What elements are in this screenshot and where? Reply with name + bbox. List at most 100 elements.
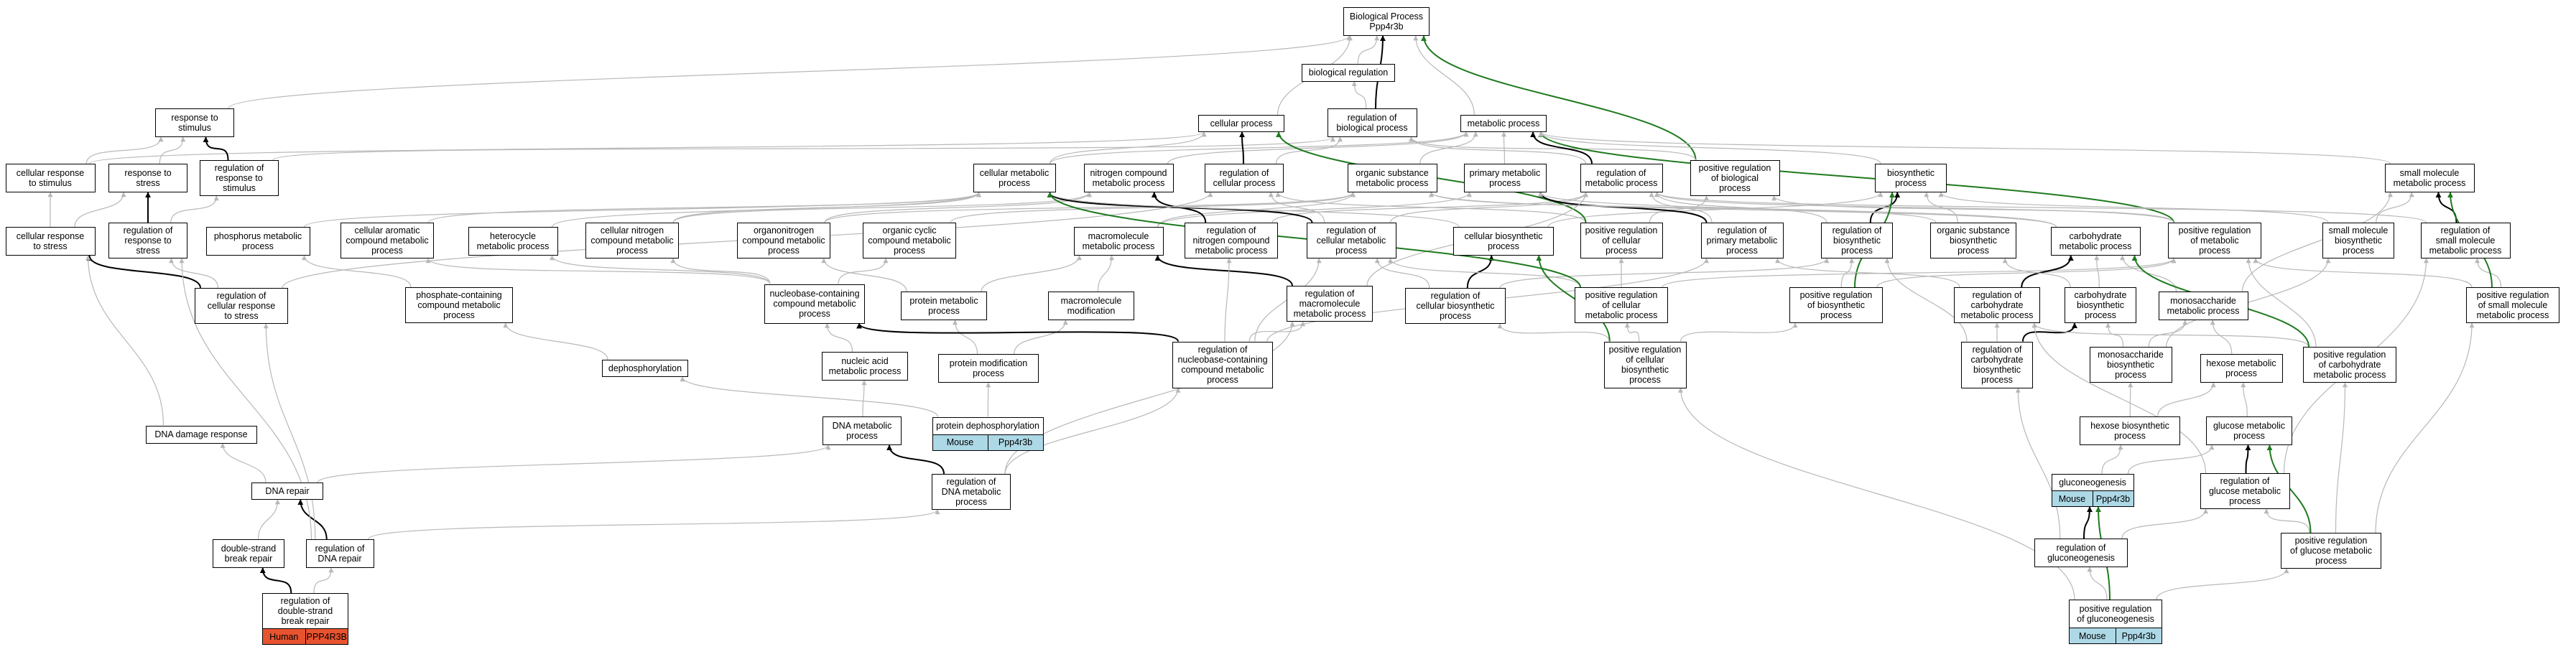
go-term-regulation-of-response-to-stress[interactable]: regulation of response to stress (108, 223, 187, 258)
go-term-positive-regulation-of-cellular-process[interactable]: positive regulation of cellular process (1580, 223, 1663, 258)
go-term-regulation-of-dna-metabolic-process[interactable]: regulation of DNA metabolic process (932, 474, 1011, 510)
go-term-protein-modification-process[interactable]: protein modification process (938, 354, 1039, 383)
go-term-regulation-of-gluconeogenesis[interactable]: regulation of gluconeogenesis (2034, 539, 2128, 567)
edge-gray-nitrogen-compound-metabolic-process-to-metabolic-process (1167, 131, 1469, 164)
go-term-regulation-of-biological-process[interactable]: regulation of biological process (1327, 108, 1417, 137)
edge-gray-positive-regulation-of-carbohydrate-metabolic-process-to-regulation-of-carbohydrate-metabolic-process (2031, 322, 2309, 348)
go-term-positive-regulation-of-biological-process[interactable]: positive regulation of biological proces… (1690, 160, 1780, 196)
go-term-regulation-of-small-molecule-metabolic-process[interactable]: regulation of small molecule metabolic p… (2420, 223, 2511, 258)
edge-green-positive-regulation-of-metabolic-process-to-metabolic-process (1538, 131, 2174, 223)
edge-gray-monosaccharide-metabolic-process-to-small-molecule-metabolic-process (2241, 192, 2393, 292)
go-term-bp[interactable]: Biological Process Ppp4r3b (1343, 7, 1430, 36)
edge-gray-cellular-response-to-stress-to-response-to-stress (74, 192, 126, 228)
edge-black-regulation-of-carbohydrate-biosynthetic-process-to-carbohydrate-biosynthetic-process (2022, 322, 2077, 342)
edge-gray-dephosphorylation-to-phosphate-containing-compound-metabolic-process (503, 322, 608, 360)
go-term-metabolic-process[interactable]: metabolic process (1460, 115, 1547, 132)
go-term-biosynthetic-process[interactable]: biosynthetic process (1875, 164, 1947, 192)
go-term-hexose-biosynthetic-process[interactable]: hexose biosynthetic process (2080, 416, 2180, 445)
go-term-regulation-of-carbohydrate-biosynthetic-process[interactable]: regulation of carbohydrate biosynthetic … (1961, 341, 2033, 388)
edge-gray-protein-metabolic-process-to-organonitrogen-compound-metabolic-process (821, 258, 907, 292)
go-term-monosaccharide-biosynthetic-process[interactable]: monosaccharide biosynthetic process (2089, 347, 2172, 383)
go-term-regulation-of-primary-metabolic-process[interactable]: regulation of primary metabolic process (1700, 223, 1784, 258)
go-term-regulation-of-biosynthetic-process[interactable]: regulation of biosynthetic process (1821, 223, 1893, 258)
go-term-nucleobase-containing-compound-metabolic-process[interactable]: nucleobase-containing compound metabolic… (764, 284, 865, 324)
go-term-positive-regulation-of-cellular-biosynthetic-process[interactable]: positive regulation of cellular biosynth… (1603, 341, 1687, 388)
edge-gray-cellular-biosynthetic-process-to-biosynthetic-process (1547, 192, 1884, 228)
go-term-regulation-of-carbohydrate-metabolic-process[interactable]: regulation of carbohydrate metabolic pro… (1954, 287, 2040, 323)
go-term-cellular-response-to-stimulus[interactable]: cellular response to stimulus (5, 164, 96, 192)
go-term-protein-metabolic-process[interactable]: protein metabolic process (901, 292, 987, 320)
edge-black-regulation-of-response-to-stimulus-to-response-to-stimulus (203, 136, 229, 161)
go-term-organic-cyclic-compound-metabolic-process[interactable]: organic cyclic compound metabolic proces… (863, 223, 956, 258)
go-term-dna-damage-response[interactable]: DNA damage response (145, 425, 257, 444)
go-term-positive-regulation-of-cellular-metabolic-process[interactable]: positive regulation of cellular metaboli… (1575, 287, 1668, 323)
go-term-small-molecule-metabolic-process[interactable]: small molecule metabolic process (2384, 164, 2475, 192)
go-term-positive-regulation-of-metabolic-process[interactable]: positive regulation of metabolic process (2168, 223, 2261, 258)
go-term-heterocycle-metabolic-process[interactable]: heterocycle metabolic process (468, 227, 558, 256)
go-term-carbohydrate-biosynthetic-process[interactable]: carbohydrate biosynthetic process (2065, 287, 2136, 323)
edge-gray-nucleobase-containing-compound-metabolic-process-to-heterocycle-metabolic-process (550, 255, 771, 284)
go-term-glucose-metabolic-process[interactable]: glucose metabolic process (2206, 416, 2292, 445)
go-term-cellular-biosynthetic-process[interactable]: cellular biosynthetic process (1453, 227, 1554, 256)
go-term-regulation-of-macromolecule-metabolic-process[interactable]: regulation of macromolecule metabolic pr… (1287, 286, 1373, 322)
go-term-regulation-of-metabolic-process[interactable]: regulation of metabolic process (1580, 164, 1663, 192)
go-term-cellular-nitrogen-compound-metabolic-process[interactable]: cellular nitrogen compound metabolic pro… (585, 223, 679, 258)
go-term-monosaccharide-metabolic-process[interactable]: monosaccharide metabolic process (2158, 292, 2248, 320)
go-term-organic-substance-biosynthetic-process[interactable]: organic substance biosynthetic process (1930, 223, 2016, 258)
go-term-positive-regulation-of-gluconeogenesis[interactable]: positive regulation of gluconeogenesis (2069, 600, 2162, 628)
go-term-small-molecule-biosynthetic-process[interactable]: small molecule biosynthetic process (2322, 223, 2394, 258)
go-term-regulation-of-dna-repair[interactable]: regulation of DNA repair (305, 539, 374, 568)
go-term-regulation-of-cellular-biosynthetic-process[interactable]: regulation of cellular biosynthetic proc… (1405, 288, 1506, 324)
edge-gray-regulation-of-response-to-stress-to-regulation-of-response-to-stimulus (170, 195, 219, 223)
go-term-response-to-stress[interactable]: response to stress (108, 164, 187, 192)
go-term-regulation-of-cellular-process[interactable]: regulation of cellular process (1205, 164, 1284, 192)
edge-gray-positive-regulation-of-small-molecule-metabolic-process-to-regulation-of-small-molecule-metabolic-process (2475, 258, 2502, 288)
go-term-regulation-of-nucleobase-containing-compound-metabolic-process[interactable]: regulation of nucleobase-containing comp… (1172, 341, 1273, 388)
go-term-regulation-of-glucose-metabolic-process[interactable]: regulation of glucose metabolic process (2200, 473, 2290, 509)
edge-gray-regulation-of-biological-process-to-biological-regulation (1351, 80, 1367, 109)
edge-gray-regulation-of-gluconeogenesis-to-regulation-of-glucose-metabolic-process (2121, 508, 2208, 539)
go-term-double-strand-break-repair[interactable]: double-strand break repair (213, 539, 284, 568)
go-term-response-to-stimulus[interactable]: response to stimulus (155, 108, 234, 137)
edge-gray-regulation-of-carbohydrate-biosynthetic-process-to-regulation-of-biosynthetic-process (1884, 258, 1968, 342)
go-term-cellular-aromatic-compound-metabolic-process[interactable]: cellular aromatic compound metabolic pro… (340, 223, 434, 258)
go-term-positive-regulation-of-biosynthetic-process[interactable]: positive regulation of biosynthetic proc… (1789, 287, 1883, 323)
go-term-dna-metabolic-process[interactable]: DNA metabolic process (823, 416, 902, 445)
go-term-regulation-of-cellular-metabolic-process[interactable]: regulation of cellular metabolic process (1306, 223, 1396, 258)
go-term-organic-substance-metabolic-process[interactable]: organic substance metabolic process (1347, 164, 1437, 192)
go-term-cellular-response-to-stress[interactable]: cellular response to stress (5, 227, 96, 256)
edge-black-regulation-of-nucleobase-containing-compound-metabolic-process-to-nucleobase-containing-compound-metabolic-process (856, 322, 1179, 342)
go-term-gluconeogenesis[interactable]: gluconeogenesis (2051, 474, 2134, 491)
edge-gray-monosaccharide-metabolic-process-to-carbohydrate-metabolic-process (2120, 255, 2177, 292)
go-term-positive-regulation-of-small-molecule-metabolic-process[interactable]: positive regulation of small molecule me… (2466, 287, 2559, 323)
edge-gray-gluconeogenesis-to-glucose-metabolic-process (2127, 444, 2215, 475)
go-term-positive-regulation-of-carbohydrate-metabolic-process[interactable]: positive regulation of carbohydrate meta… (2303, 347, 2396, 383)
edge-gray-biological-regulation-to-bp (1357, 35, 1380, 64)
edge-gray-regulation-of-dna-repair-to-regulation-of-cellular-response-to-stress (263, 323, 316, 540)
go-term-dna-repair[interactable]: DNA repair (251, 483, 323, 500)
go-term-regulation-of-double-strand-break-repair[interactable]: regulation of double-strand break repair (262, 593, 348, 629)
go-term-organonitrogen-compound-metabolic-process[interactable]: organonitrogen compound metabolic proces… (737, 223, 830, 258)
edge-green-positive-regulation-of-cellular-biosynthetic-process-to-cellular-biosynthetic-process (1536, 255, 1611, 342)
go-term-dephosphorylation[interactable]: dephosphorylation (602, 360, 688, 377)
go-term-regulation-of-nitrogen-compound-metabolic-process[interactable]: regulation of nitrogen compound metaboli… (1185, 223, 1278, 258)
go-term-regulation-of-cellular-response-to-stress[interactable]: regulation of cellular response to stres… (195, 288, 288, 324)
go-term-protein-dephosphorylation[interactable]: protein dephosphorylation (932, 416, 1044, 435)
go-term-macromolecule-modification[interactable]: macromolecule modification (1048, 292, 1134, 320)
go-term-carbohydrate-metabolic-process[interactable]: carbohydrate metabolic process (2050, 227, 2141, 256)
go-term-macromolecule-metabolic-process[interactable]: macromolecule metabolic process (1073, 227, 1164, 256)
go-term-biological-regulation[interactable]: biological regulation (1302, 63, 1395, 82)
go-term-phosphate-containing-compound-metabolic-process[interactable]: phosphate-containing compound metabolic … (405, 287, 513, 323)
go-term-cellular-metabolic-process[interactable]: cellular metabolic process (973, 164, 1056, 192)
go-term-nitrogen-compound-metabolic-process[interactable]: nitrogen compound metabolic process (1083, 164, 1174, 192)
go-term-nucleic-acid-metabolic-process[interactable]: nucleic acid metabolic process (822, 352, 908, 381)
go-term-cellular-process[interactable]: cellular process (1198, 115, 1284, 132)
edge-gray-cellular-response-to-stimulus-to-cellular-process (88, 131, 1207, 164)
edge-gray-positive-regulation-of-glucose-metabolic-process-to-positive-regulation-of-carbohydrate-metabolic-process (2335, 382, 2348, 533)
go-term-regulation-of-response-to-stimulus[interactable]: regulation of response to stimulus (200, 160, 279, 196)
go-term-primary-metabolic-process[interactable]: primary metabolic process (1463, 164, 1547, 192)
go-term-phosphorus-metabolic-process[interactable]: phosphorus metabolic process (205, 227, 310, 256)
go-term-positive-regulation-of-glucose-metabolic-process[interactable]: positive regulation of glucose metabolic… (2281, 533, 2381, 569)
go-term-hexose-metabolic-process[interactable]: hexose metabolic process (2200, 354, 2283, 383)
edge-gray-regulation-of-biosynthetic-process-to-regulation-of-metabolic-process (1654, 192, 1827, 223)
